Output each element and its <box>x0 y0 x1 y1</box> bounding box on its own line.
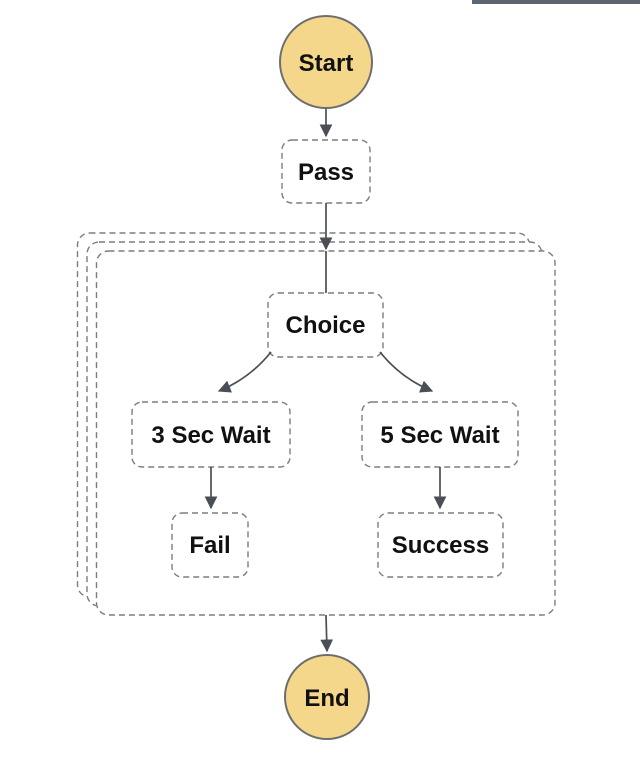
pass-label: Pass <box>298 159 354 186</box>
choice-box <box>267 292 384 358</box>
wait-5-sec-label: 5 Sec Wait <box>380 422 499 449</box>
edge-choice-to-wait-5 <box>379 351 434 393</box>
fail-label: Fail <box>189 532 230 559</box>
node-start[interactable]: Start <box>279 15 373 109</box>
node-choice[interactable]: Choice <box>267 292 384 358</box>
node-wait-3-sec[interactable]: 3 Sec Wait <box>131 401 291 468</box>
choice-label: Choice <box>285 312 365 339</box>
edge-choice-to-wait-3 <box>217 351 272 393</box>
end-circle <box>284 654 370 740</box>
node-pass[interactable]: Pass <box>281 139 371 204</box>
clipped-panel-edge <box>472 0 640 4</box>
start-circle <box>279 15 373 109</box>
edge-container-to-end <box>320 614 334 653</box>
node-wait-5-sec[interactable]: 5 Sec Wait <box>361 401 519 468</box>
node-success[interactable]: Success <box>377 512 504 578</box>
fail-box <box>171 512 249 578</box>
end-label: End <box>304 685 349 712</box>
node-end[interactable]: End <box>284 654 370 740</box>
success-box <box>377 512 504 578</box>
pass-box <box>281 139 371 204</box>
start-label: Start <box>299 50 354 77</box>
node-fail[interactable]: Fail <box>171 512 249 578</box>
wait-3-sec-label: 3 Sec Wait <box>151 422 270 449</box>
success-label: Success <box>392 532 489 559</box>
